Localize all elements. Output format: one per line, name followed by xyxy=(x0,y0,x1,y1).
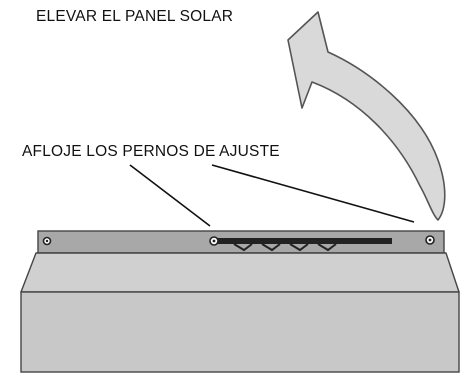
solar-panel-front-face xyxy=(20,291,460,373)
leader-line-right-bolt xyxy=(211,164,415,223)
leader-line-center-bolt xyxy=(129,164,211,227)
bolt-icon xyxy=(425,235,435,245)
slot-notches xyxy=(233,243,337,252)
lift-panel-instruction: ELEVAR EL PANEL SOLAR xyxy=(36,8,234,25)
adjustment-slot xyxy=(216,238,392,244)
bolt-icon xyxy=(42,236,52,246)
curved-arrow-icon xyxy=(287,11,446,221)
bolt-icon xyxy=(209,236,219,246)
solar-panel-top-face xyxy=(20,252,460,293)
loosen-bolts-instruction: AFLOJE LOS PERNOS DE AJUSTE xyxy=(22,143,280,160)
